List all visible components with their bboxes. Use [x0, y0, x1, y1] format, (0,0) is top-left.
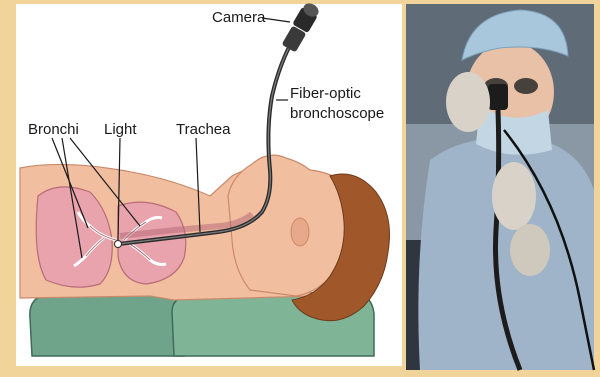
- label-trachea: Trachea: [176, 121, 231, 138]
- label-light: Light: [104, 121, 137, 138]
- light-tip: [115, 241, 122, 248]
- ear: [291, 218, 309, 246]
- label-camera: Camera: [212, 9, 266, 26]
- doctor-photo: [406, 4, 594, 370]
- label-bronchoscope: bronchoscope: [290, 105, 384, 122]
- label-fiber-optic: Fiber-optic: [290, 85, 361, 102]
- label-bronchi: Bronchi: [28, 121, 79, 138]
